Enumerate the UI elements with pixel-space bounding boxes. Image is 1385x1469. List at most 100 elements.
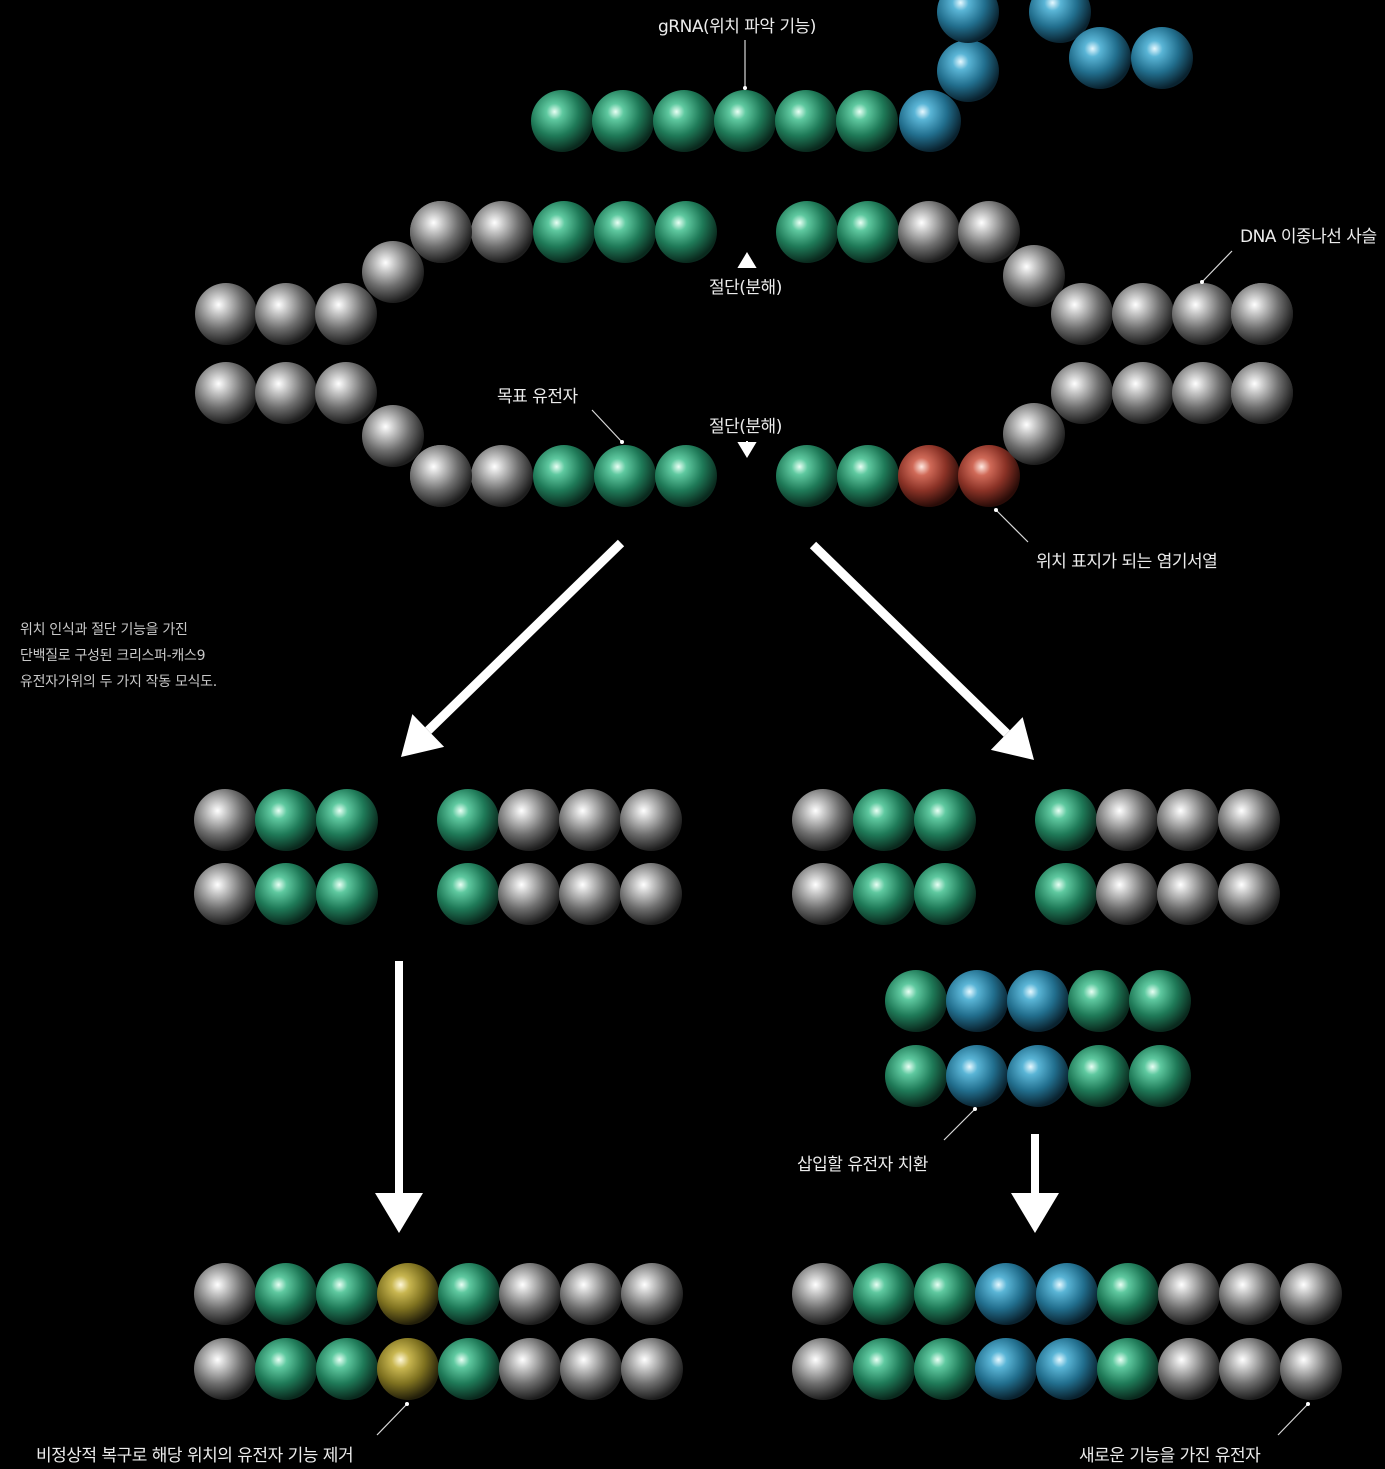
result-right-row-bead-grey bbox=[1219, 1338, 1281, 1400]
result-right-row-bead-blue bbox=[1036, 1263, 1098, 1325]
arrow-to-left-branch-shaft bbox=[425, 539, 625, 734]
grna-leader-dot bbox=[743, 86, 747, 90]
dna-leader bbox=[1201, 250, 1233, 283]
top-strand-bead-green bbox=[655, 201, 717, 263]
top-strand-bead-grey bbox=[362, 241, 424, 303]
right-cut-fragment-b-bead-grey bbox=[1096, 863, 1158, 925]
result-left-row-bead-green bbox=[438, 1338, 500, 1400]
result-left-row-bead-grey bbox=[194, 1263, 256, 1325]
left-cut-fragment-a-bead-green bbox=[316, 863, 378, 925]
left-cut-fragment-a-bead-green bbox=[255, 863, 317, 925]
grna-bead-green bbox=[836, 90, 898, 152]
right-cut-fragment-b-bead-green bbox=[1035, 863, 1097, 925]
cut-marker-top-head bbox=[737, 252, 757, 268]
top-strand-bead-green bbox=[533, 201, 595, 263]
bottom-strand-bead-grey bbox=[362, 405, 424, 467]
result-left-row-bead-grey bbox=[194, 1338, 256, 1400]
top-strand-bead-grey bbox=[1051, 283, 1113, 345]
right-cut-fragment-b-bead-grey bbox=[1096, 789, 1158, 851]
grna-bead-blue bbox=[937, 0, 999, 43]
arrow-layer bbox=[375, 252, 1059, 1233]
result-right-row-bead-blue bbox=[975, 1338, 1037, 1400]
right-cut-fragment-a-bead-grey bbox=[792, 863, 854, 925]
bottom-strand-bead-grey bbox=[255, 362, 317, 424]
result-left-row-bead-gold bbox=[377, 1338, 439, 1400]
left-cut-fragment-a-bead-grey bbox=[194, 789, 256, 851]
insert-row-bead-green bbox=[885, 970, 947, 1032]
result-left-row-bead-green bbox=[438, 1263, 500, 1325]
insert-leader bbox=[943, 1108, 976, 1141]
top-strand-bead-green bbox=[837, 201, 899, 263]
caption-line-2: 단백질로 구성된 크리스퍼-캐스9 bbox=[20, 648, 206, 664]
grna-bead-blue bbox=[1069, 27, 1131, 89]
result-right-row-bead-green bbox=[1097, 1338, 1159, 1400]
leader-line-layer bbox=[376, 40, 1310, 1436]
dna-double-helix-label: DNA 이중나선 사슬 bbox=[1240, 227, 1377, 247]
result-new-label: 새로운 기능을 가진 유전자 bbox=[1079, 1446, 1261, 1466]
left-cut-fragment-b-bead-green bbox=[437, 789, 499, 851]
cut-marker-bottom-head bbox=[737, 442, 757, 458]
dna-leader-dot bbox=[1200, 280, 1204, 284]
insert-row-bead-green bbox=[1068, 970, 1130, 1032]
bottom-strand-bead-grey bbox=[195, 362, 257, 424]
result-right-row-bead-green bbox=[853, 1338, 915, 1400]
result-new-leader-dot bbox=[1306, 1402, 1310, 1406]
grna-bead-blue bbox=[937, 40, 999, 102]
top-strand-bead-green bbox=[776, 201, 838, 263]
result-right-row-bead-grey bbox=[1280, 1338, 1342, 1400]
insert-row-bead-blue bbox=[946, 1045, 1008, 1107]
left-cut-fragment-a-bead-grey bbox=[194, 863, 256, 925]
result-left-row-bead-grey bbox=[560, 1338, 622, 1400]
left-cut-fragment-a-bead-green bbox=[316, 789, 378, 851]
right-cut-fragment-b-bead-grey bbox=[1218, 789, 1280, 851]
bottom-strand-bead-red bbox=[898, 445, 960, 507]
top-strand-bead-grey bbox=[255, 283, 317, 345]
top-strand-bead-grey bbox=[1112, 283, 1174, 345]
result-left-row-bead-green bbox=[316, 1338, 378, 1400]
right-cut-fragment-b-bead-grey bbox=[1157, 863, 1219, 925]
bottom-strand-bead-green bbox=[837, 445, 899, 507]
result-new-leader bbox=[1277, 1403, 1309, 1436]
result-right-row-bead-green bbox=[1097, 1263, 1159, 1325]
grna-bead-green bbox=[531, 90, 593, 152]
result-left-row-bead-gold bbox=[377, 1263, 439, 1325]
right-cut-fragment-a-bead-green bbox=[853, 789, 915, 851]
cut-bottom-label: 절단(분해) bbox=[709, 417, 782, 437]
left-cut-fragment-b-bead-grey bbox=[620, 863, 682, 925]
bottom-strand-bead-green bbox=[655, 445, 717, 507]
result-left-row-bead-grey bbox=[621, 1338, 683, 1400]
result-removed-leader-dot bbox=[405, 1402, 409, 1406]
grna-label: gRNA(위치 파악 기능) bbox=[658, 17, 816, 37]
arrow-to-left-branch-head bbox=[401, 714, 445, 757]
left-cut-fragment-b-bead-grey bbox=[559, 789, 621, 851]
caption-line-3: 유전자가위의 두 가지 작동 모식도. bbox=[20, 674, 217, 690]
grna-bead-blue bbox=[1029, 0, 1091, 43]
result-left-row-bead-green bbox=[255, 1338, 317, 1400]
right-cut-fragment-a-bead-green bbox=[853, 863, 915, 925]
result-right-row-bead-grey bbox=[1158, 1263, 1220, 1325]
result-left-row-bead-green bbox=[316, 1263, 378, 1325]
result-left-row-bead-grey bbox=[499, 1338, 561, 1400]
grna-bead-blue bbox=[1131, 27, 1193, 89]
insert-row-bead-green bbox=[885, 1045, 947, 1107]
target-gene-leader-dot bbox=[620, 440, 624, 444]
top-strand-bead-grey bbox=[410, 201, 472, 263]
marker-leader-dot bbox=[994, 508, 998, 512]
bottom-strand-bead-grey bbox=[471, 445, 533, 507]
marker-leader bbox=[995, 509, 1029, 543]
bottom-strand-bead-red bbox=[958, 445, 1020, 507]
left-cut-fragment-b-bead-grey bbox=[559, 863, 621, 925]
bottom-strand-bead-grey bbox=[1231, 362, 1293, 424]
bead-layer bbox=[194, 0, 1342, 1400]
result-left-row-bead-grey bbox=[621, 1263, 683, 1325]
grna-bead-blue bbox=[899, 90, 961, 152]
top-strand-bead-grey bbox=[315, 283, 377, 345]
bottom-strand-bead-grey bbox=[410, 445, 472, 507]
grna-bead-green bbox=[653, 90, 715, 152]
top-strand-bead-grey bbox=[1231, 283, 1293, 345]
marker-sequence-label: 위치 표지가 되는 염기서열 bbox=[1036, 552, 1218, 572]
result-right-row-bead-grey bbox=[792, 1338, 854, 1400]
bottom-strand-bead-grey bbox=[1051, 362, 1113, 424]
right-cut-fragment-a-bead-green bbox=[914, 789, 976, 851]
insert-row-bead-green bbox=[1068, 1045, 1130, 1107]
